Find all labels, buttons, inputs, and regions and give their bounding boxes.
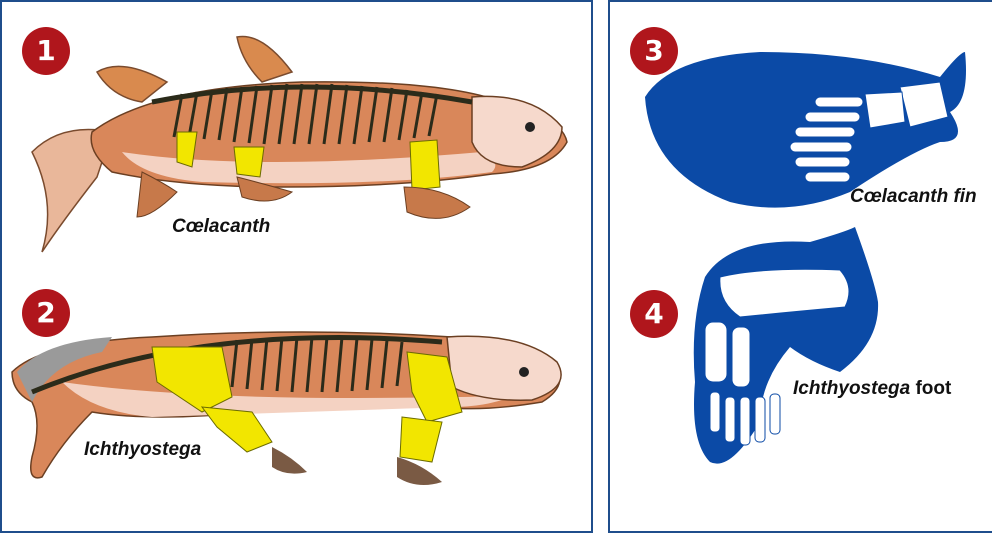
caption-coelacanth: Cœlacanth [172,216,270,238]
caption-coelacanth-text: Cœlacanth [172,216,270,237]
caption-ichthyostega-foot: Ichthyostega foot [793,378,951,400]
badge-4: 4 [630,290,678,338]
coelacanth-illustration [32,36,567,252]
caption-ichthyostega-text: Ichthyostega [84,439,201,460]
badge-2: 2 [22,289,70,337]
caption-ichthyostega-foot-plain: foot [910,378,951,399]
caption-ichthyostega: Ichthyostega [84,439,201,461]
right-panel: 3 Cœlacanth fin 4 Ichthyostega foot [608,0,992,533]
badge-1: 1 [22,27,70,75]
badge-3: 3 [630,27,678,75]
caption-ichthyostega-foot-italic: Ichthyostega [793,378,910,399]
ichthyostega-foot-illustration [694,227,878,464]
limb-illustrations [610,2,992,535]
coelacanth-fin-illustration [645,52,966,208]
caption-coelacanth-fin-text: Cœlacanth fin [850,186,977,207]
ichthyostega-illustration [12,332,561,485]
caption-coelacanth-fin: Cœlacanth fin [850,186,977,208]
left-panel: 1 Cœlacanth 2 Ichthyostega [0,0,593,533]
